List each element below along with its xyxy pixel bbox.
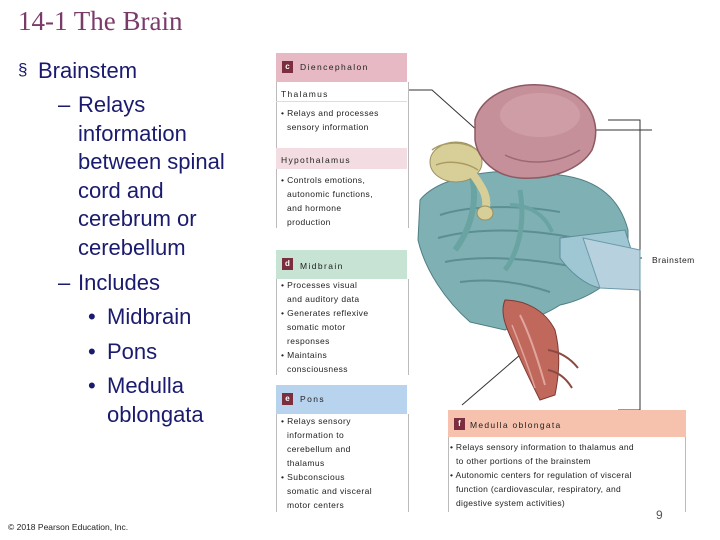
pons-letter: e: [282, 393, 293, 405]
thalamus-points: • Relays and processes sensory informati…: [281, 106, 379, 134]
relays-line-3: between spinal: [78, 149, 225, 174]
pons-points: • Relays sensory information to cerebell…: [281, 414, 372, 512]
diencephalon-title: Diencephalon: [300, 62, 369, 72]
midbrain-points: • Processes visual and auditory data • G…: [281, 278, 368, 376]
bullet-medulla-text: Medulla: [107, 373, 185, 398]
medulla-point-5: digestive system activities): [456, 498, 566, 508]
bullet-relays-text: Relays information between spinal cord a…: [78, 91, 225, 262]
medulla-point-2: to other portions of the brainstem: [456, 456, 591, 466]
section-marker-icon: §: [18, 60, 28, 79]
medulla-panel: [448, 437, 686, 512]
dash-marker-icon: –: [58, 270, 71, 295]
slide-title: 14-1 The Brain: [18, 6, 183, 36]
copyright-text: © 2018 Pearson Education, Inc.: [8, 522, 129, 532]
relays-line-1: Relays: [78, 92, 146, 117]
medulla-point-3: • Autonomic centers for regulation of vi…: [450, 470, 632, 480]
brainstem-label: Brainstem: [652, 255, 695, 265]
hypothalamus-point-1: • Controls emotions,: [281, 175, 366, 185]
pons-header: e Pons: [276, 385, 407, 414]
medulla-title: Medulla oblongata: [470, 420, 562, 430]
dot-marker-icon: •: [88, 304, 96, 329]
medulla-point-4: function (cardiovascular, respiratory, a…: [456, 484, 622, 494]
pons-title: Pons: [300, 394, 325, 404]
pons-point-2: information to: [287, 430, 345, 440]
hypothalamus-points: • Controls emotions, autonomic functions…: [281, 173, 373, 229]
midbrain-point-1: • Processes visual: [281, 280, 358, 290]
bullet-brainstem-text: Brainstem: [38, 58, 138, 83]
medulla-points: • Relays sensory information to thalamus…: [450, 440, 634, 510]
diencephalon-letter: c: [282, 61, 293, 73]
relays-line-4: cord and: [78, 177, 164, 203]
bullet-includes-text: Includes: [78, 270, 160, 295]
pons-point-1: • Relays sensory: [281, 416, 351, 426]
bullet-pons-text: Pons: [107, 339, 158, 364]
dash-marker-icon: –: [58, 92, 71, 117]
midbrain-point-2: and auditory data: [287, 294, 360, 304]
midbrain-point-4: somatic motor: [287, 322, 346, 332]
midbrain-point-7: consciousness: [287, 364, 348, 374]
medulla-point-1: • Relays sensory information to thalamus…: [450, 442, 634, 452]
midbrain-panel: [276, 279, 409, 375]
midbrain-point-5: responses: [287, 336, 330, 346]
thalamus-point-2: sensory information: [287, 122, 369, 132]
dot-marker-icon: •: [88, 373, 96, 398]
pons-point-6: somatic and visceral: [287, 486, 373, 496]
midbrain-point-6: • Maintains: [281, 350, 328, 360]
thalamus-point-1: • Relays and processes: [281, 108, 379, 118]
midbrain-header: d Midbrain: [276, 250, 407, 279]
medulla-shape: [502, 299, 560, 401]
midbrain-letter: d: [282, 258, 293, 270]
pons-point-4: thalamus: [287, 458, 325, 468]
hypothalamus-band: [276, 148, 407, 169]
relays-line-5: cerebrum or: [78, 206, 197, 231]
hypothalamus-point-3: and hormone: [287, 203, 342, 213]
page-number: 9: [656, 508, 663, 522]
diencephalon-header: c Diencephalon: [276, 53, 407, 82]
bullet-medulla-text-cont: oblongata: [107, 402, 204, 427]
pons-point-7: motor centers: [287, 500, 345, 510]
bullet-midbrain-text: Midbrain: [107, 304, 192, 329]
thalamus-title: Thalamus: [281, 89, 329, 99]
hypothalamus-point-2: autonomic functions,: [287, 189, 373, 199]
hypothalamus-point-4: production: [287, 217, 331, 227]
pons-point-5: • Subconscious: [281, 472, 345, 482]
medulla-letter: f: [454, 418, 465, 430]
pons-panel: [276, 414, 409, 512]
midbrain-title: Midbrain: [300, 261, 344, 271]
dot-marker-icon: •: [88, 339, 96, 364]
relays-line-6: cerebellum: [78, 234, 186, 260]
hypothalamus-title: Hypothalamus: [281, 155, 351, 165]
relays-line-2: information: [78, 120, 187, 146]
midbrain-point-3: • Generates reflexive: [281, 308, 369, 318]
medulla-header: f Medulla oblongata: [448, 410, 686, 437]
pons-point-3: cerebellum and: [287, 444, 351, 454]
